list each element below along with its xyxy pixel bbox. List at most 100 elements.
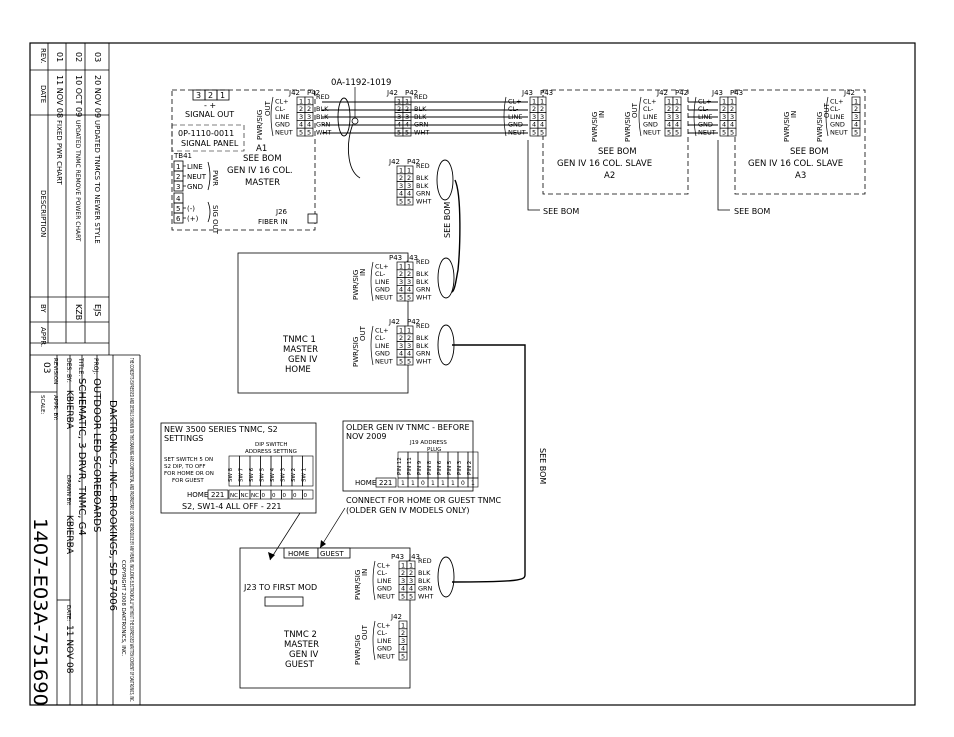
a1-j42-wire-color: WHT — [316, 129, 331, 137]
slave-a3-box — [734, 89, 866, 195]
a3-j43-header-right: P43 — [730, 89, 743, 97]
tnmc1-j43-pin-label: GND — [375, 286, 390, 294]
trunk-j42-wire-color: RED — [414, 93, 428, 101]
dip-switch-label: SW 2 — [291, 468, 297, 482]
tnmc2-j42-pin-number: 3 — [401, 637, 405, 645]
title-block-text: REV. DATE DESCRIPTION BY APPR. 03 20 NOV… — [29, 48, 134, 706]
drawing-date: 11 NOV 08 — [64, 625, 74, 674]
plug-value: 0 — [421, 480, 425, 487]
tnmc1-j42-pin-number: 3 — [399, 342, 403, 350]
tnmc2-j43-mate-number: 1 — [409, 561, 413, 569]
a3-j42-bracket — [825, 96, 829, 137]
j26-label: J26 — [275, 208, 288, 216]
dip-value: 0 — [293, 493, 297, 499]
a1-j42-pin-label: LINE — [275, 113, 290, 121]
a3-j43-pin-number: 2 — [722, 105, 726, 113]
trunk-j42-header-right: P42 — [405, 89, 418, 97]
tnmc2-j43-pin-label: CL- — [377, 569, 388, 577]
drawing-number: 1407-E03A-751690 — [29, 518, 51, 706]
a2-label: A2 — [604, 171, 615, 181]
tnmc1-j42-pin-number: 1 — [399, 326, 403, 334]
tnmc1-j43-wire-color: RED — [416, 258, 430, 266]
new3500-note-1: SET SWITCH 5 ON — [164, 457, 213, 463]
a2-j43-pin-label: CL- — [508, 105, 519, 113]
tnmc2-j43-mate-number: 2 — [409, 569, 413, 577]
plug-pin-label: PIN 3 — [457, 460, 463, 475]
a3-j42-pin-number: 1 — [854, 97, 858, 105]
signal-terminal-3: 3 — [196, 91, 201, 100]
a3-see-bom: SEE BOM — [790, 147, 829, 157]
tnmc1-j42-pin-label: CL- — [375, 334, 386, 342]
branch-j42-wire-color: WHT — [416, 198, 431, 206]
tnmc2-pwr-sig-in: PWR/SIG — [354, 570, 362, 600]
branch-j42-mate-number: 5 — [407, 198, 411, 206]
a2-j42-pin-label: NEUT — [643, 129, 661, 137]
tnmc1-j42-pin-number: 5 — [399, 358, 403, 366]
appr-header: APPR. — [39, 327, 47, 347]
tnmc1-j43-header-left: P43 — [389, 254, 402, 262]
tb41-gnd: GND — [187, 183, 203, 191]
a3-j43-mate-cell — [727, 127, 737, 137]
a3-out: OUT — [823, 102, 831, 118]
see-bom-cable-2: SEE BOM — [538, 448, 547, 484]
a2-j43-pin-number: 2 — [532, 105, 536, 113]
branch-j42-wire-color: GRN — [416, 190, 431, 198]
a2-j43-pin-number: 3 — [532, 113, 536, 121]
tb41-row-6: 6 — [176, 215, 181, 223]
trunk-j42-wire-color: WHT — [414, 129, 429, 137]
a1-out: OUT — [264, 100, 272, 116]
tb41-pos: (+) — [187, 215, 199, 223]
older-title-2: NOV 2009 — [346, 432, 387, 441]
a1-j42-pin-number: 1 — [299, 97, 303, 105]
tnmc1-j43-pin-number: 1 — [399, 262, 403, 270]
a3-j42-pin-number: 3 — [854, 113, 858, 121]
dip-value: 0 — [283, 493, 287, 499]
tnmc2-j42-header-left: J42 — [390, 613, 402, 621]
tnmc1-j43-pin-number: 5 — [399, 294, 403, 302]
signal-panel-name: SIGNAL PANEL — [181, 139, 239, 148]
signal-terminal-2: 2 — [208, 91, 213, 100]
cable-part-number: 0A-1192-1019 — [331, 78, 391, 88]
trunk-j42-header-left: J42 — [386, 89, 398, 97]
older-title-1: OLDER GEN IV TNMC - BEFORE — [346, 423, 470, 432]
tnmc1-j43-pin-label: LINE — [375, 278, 390, 286]
proj-label: PROJ: — [92, 358, 99, 374]
a1-j42-wire-color: BLK — [316, 105, 329, 113]
older-note-1: CONNECT FOR HOME OR GUEST TNMC — [346, 496, 502, 505]
tnmc2-j43-header-right: J43 — [408, 553, 420, 561]
j23-label: J23 TO FIRST MOD — [243, 583, 317, 592]
older-note-2: (OLDER GEN IV MODELS ONLY) — [346, 506, 470, 515]
a2-j43-mate-number: 1 — [540, 97, 544, 105]
tnmc1-j42-pin-label: GND — [375, 350, 390, 358]
tnmc1-j42-mate-number: 1 — [407, 326, 411, 334]
older-leader — [319, 507, 346, 549]
a2-j42-mate-number: 2 — [675, 105, 679, 113]
a1-j42-mate-number: 4 — [307, 121, 311, 129]
tnmc2-j43-mate-number: 5 — [409, 593, 413, 601]
tnmc1-j42-header-left: J42 — [388, 318, 400, 326]
tnmc1-in: IN — [359, 269, 367, 276]
plug-pin-label: PIN 8 — [427, 460, 433, 475]
a2-j43-pin-label: NEUT — [508, 129, 526, 137]
a2-j42-mate-number: 5 — [675, 129, 679, 137]
a3-j43-header-left: J43 — [711, 89, 723, 97]
appr-by-label: APPR. BY: — [52, 395, 58, 421]
new3500-note-4: FOR GUEST — [172, 478, 204, 484]
tnmc1-j43-wire-color: BLK — [416, 270, 429, 278]
drawing-border — [29, 42, 916, 706]
tnmc2-j42-pin-number: 4 — [401, 645, 405, 653]
branch-j42-wire-color: BLK — [416, 174, 429, 182]
a3-j43-bracket — [693, 96, 697, 137]
dip-switch-label: SW 4 — [270, 467, 276, 482]
a2-j43-pin-label: CL+ — [508, 97, 522, 105]
tnmc2-j43-bracket — [372, 560, 376, 601]
a2-j42-bracket — [638, 96, 642, 137]
tnmc2-j42-pin-label: GND — [377, 645, 392, 653]
a2-j42-mate-number: 4 — [675, 121, 679, 129]
tnmc1-j42-pin-label: NEUT — [375, 358, 393, 366]
tnmc2-guest: GUEST — [285, 660, 315, 670]
a3-j43-mate-number: 5 — [730, 129, 734, 137]
signal-panel: 3 2 1 - + SIGNAL OUT 0P-1110-0011 SIGNAL… — [171, 89, 245, 152]
a2-j42-mate-number: 3 — [675, 113, 679, 121]
a2-j42-mate-cell — [672, 127, 682, 137]
